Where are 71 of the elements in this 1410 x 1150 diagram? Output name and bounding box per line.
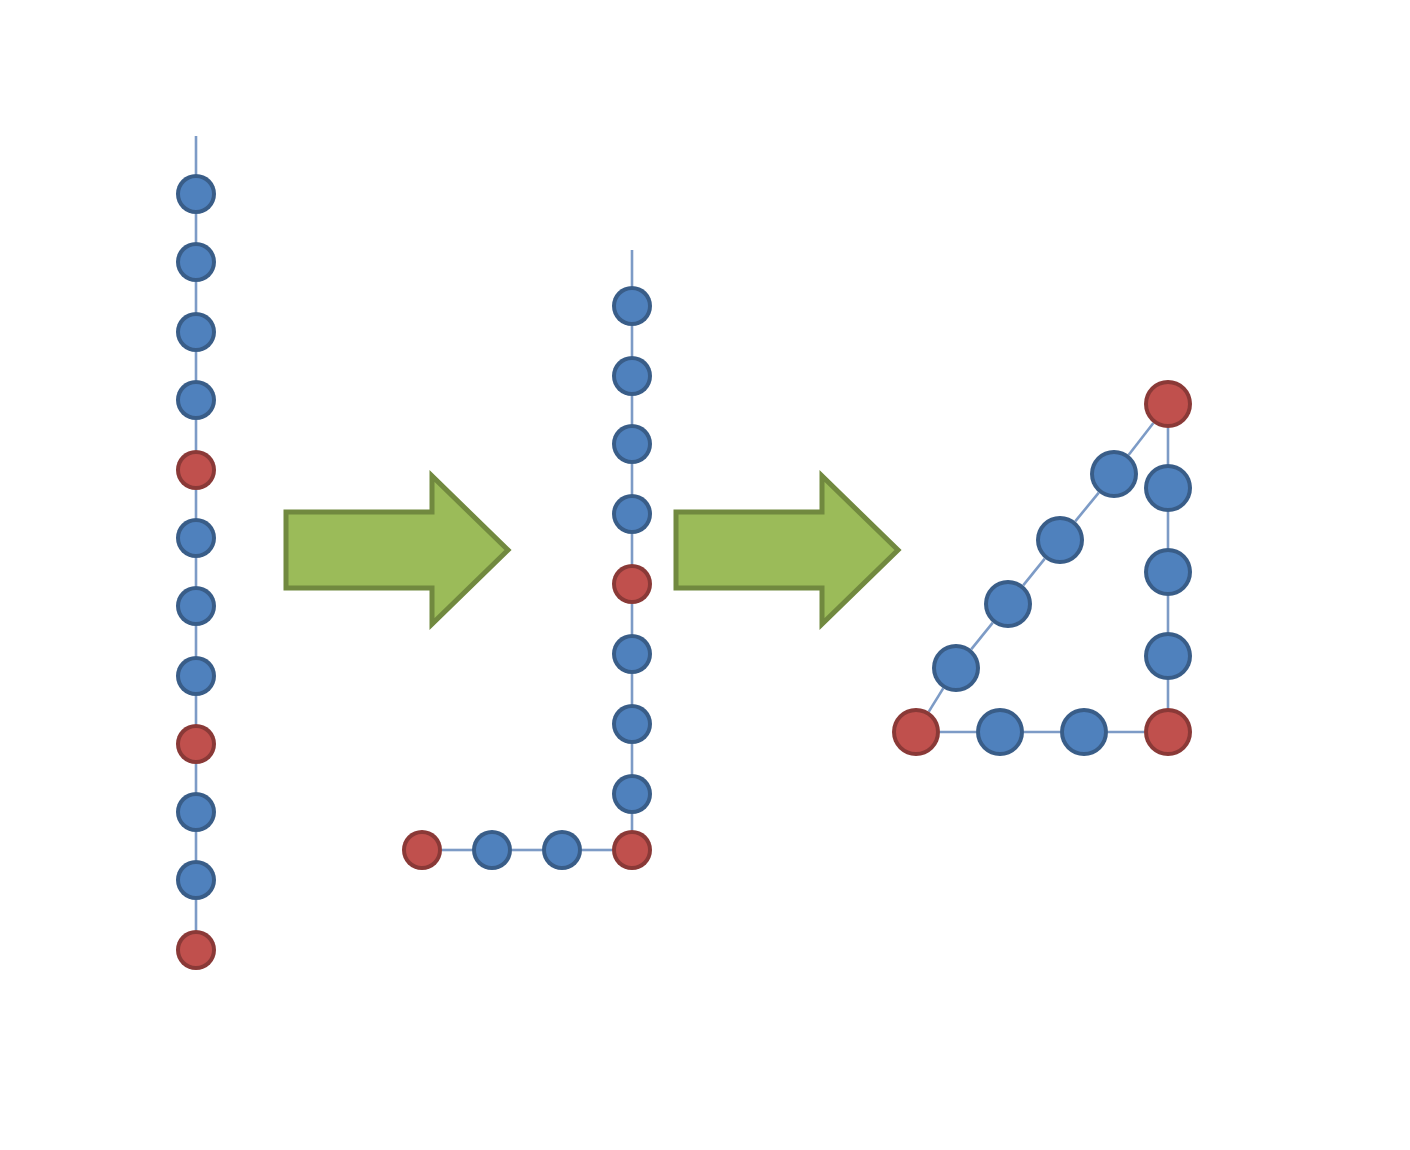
connector-line bbox=[194, 136, 198, 174]
bead-circle bbox=[612, 774, 652, 814]
connector-line bbox=[194, 352, 198, 380]
connector-line bbox=[512, 848, 542, 852]
connector-line bbox=[194, 832, 198, 860]
connector-line bbox=[1166, 680, 1170, 708]
bead-circle bbox=[472, 830, 512, 870]
connector-line bbox=[1166, 512, 1170, 548]
bead-circle bbox=[1144, 464, 1192, 512]
bead-circle bbox=[176, 312, 216, 352]
connector-line bbox=[630, 534, 634, 564]
connector-line bbox=[194, 900, 198, 930]
bead-circle bbox=[612, 830, 652, 870]
connector-line bbox=[1108, 730, 1144, 734]
bead-circle bbox=[976, 708, 1024, 756]
connector-line bbox=[1074, 491, 1100, 523]
connector-line bbox=[630, 604, 634, 634]
bead-circle bbox=[176, 656, 216, 696]
connector-line bbox=[1024, 730, 1060, 734]
connector-line bbox=[442, 848, 472, 852]
bead-circle bbox=[612, 564, 652, 604]
connector-line bbox=[1022, 557, 1046, 587]
bead-circle bbox=[402, 830, 442, 870]
connector-line bbox=[630, 250, 634, 286]
bead-circle bbox=[176, 586, 216, 626]
connector-line bbox=[194, 626, 198, 656]
bead-circle bbox=[1060, 708, 1108, 756]
bead-circle bbox=[932, 644, 980, 692]
bead-circle bbox=[542, 830, 582, 870]
bead-circle bbox=[612, 286, 652, 326]
bead-circle bbox=[1144, 548, 1192, 596]
connector-line bbox=[194, 214, 198, 242]
connector-line bbox=[194, 764, 198, 792]
bead-circle bbox=[612, 494, 652, 534]
bead-circle bbox=[1090, 450, 1138, 498]
connector-line bbox=[194, 282, 198, 312]
connector-line bbox=[1127, 422, 1155, 456]
bead-circle bbox=[612, 634, 652, 674]
bead-circle bbox=[1144, 632, 1192, 680]
bead-circle bbox=[612, 424, 652, 464]
bead-circle bbox=[176, 450, 216, 490]
bead-circle bbox=[176, 174, 216, 214]
connector-line bbox=[970, 621, 994, 651]
bead-circle bbox=[176, 792, 216, 832]
bead-circle bbox=[176, 724, 216, 764]
bead-circle bbox=[892, 708, 940, 756]
bead-circle bbox=[176, 518, 216, 558]
connector-line bbox=[194, 490, 198, 518]
bead-circle bbox=[176, 860, 216, 900]
connector-line bbox=[194, 558, 198, 586]
bead-circle bbox=[612, 704, 652, 744]
connector-line bbox=[630, 674, 634, 704]
connector-line bbox=[1166, 428, 1170, 464]
bead-circle bbox=[1036, 516, 1084, 564]
bead-circle bbox=[176, 380, 216, 420]
connector-line bbox=[582, 848, 612, 852]
connector-line bbox=[194, 420, 198, 450]
connector-line bbox=[1166, 596, 1170, 632]
bead-circle bbox=[1144, 708, 1192, 756]
connector-line bbox=[630, 744, 634, 774]
bead-circle bbox=[176, 242, 216, 282]
bead-circle bbox=[612, 356, 652, 396]
connector-line bbox=[927, 687, 945, 713]
bead-circle bbox=[1144, 380, 1192, 428]
bead-circle bbox=[984, 580, 1032, 628]
connector-line bbox=[940, 730, 976, 734]
connector-line bbox=[630, 326, 634, 356]
connector-line bbox=[194, 696, 198, 724]
connector-line bbox=[630, 396, 634, 424]
connector-line bbox=[630, 464, 634, 494]
bead-circle bbox=[176, 930, 216, 970]
